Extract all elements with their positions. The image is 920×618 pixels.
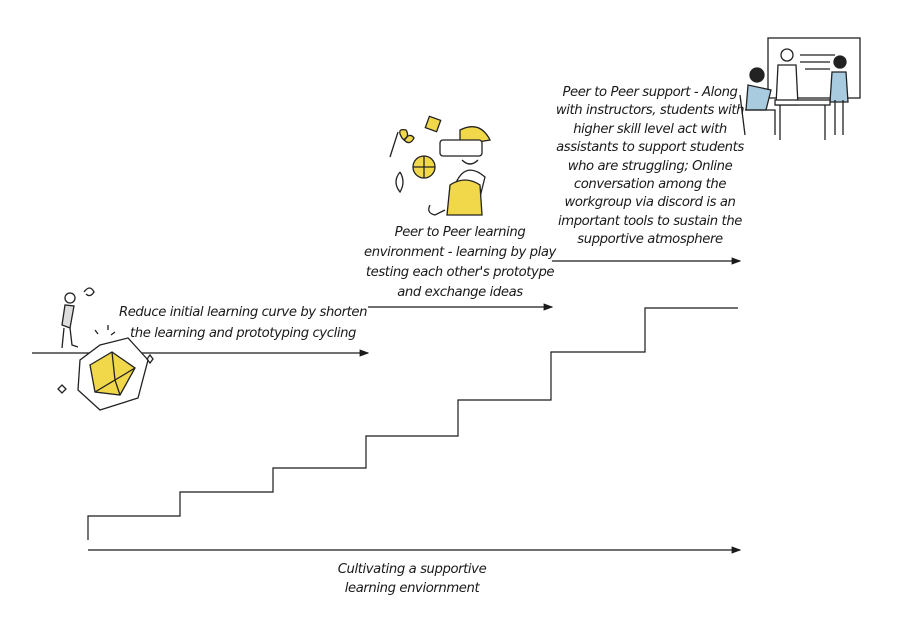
text-line: who are struggling; Online (567, 158, 733, 174)
staircase (87, 307, 738, 540)
text-line: testing each other's prototype (365, 265, 555, 280)
text-line: learning enviornment (344, 581, 480, 596)
text-line: conversation among the (573, 177, 727, 193)
step-1-description: Reduce initial learning curve by shorten… (93, 302, 393, 344)
text-line: important tools to sustain the (557, 213, 743, 229)
text-line: Reduce initial learning curve by shorten (118, 305, 368, 320)
baseline-caption: Cultivating a supportive learning envior… (290, 560, 534, 598)
classroom-illustration (739, 37, 861, 140)
text-line: assistants to support students (556, 140, 744, 156)
person-with-gem-illustration (57, 287, 154, 411)
vr-player-illustration (389, 115, 491, 216)
text-line: Cultivating a supportive (337, 562, 487, 577)
text-line: supportive atmosphere (577, 232, 723, 248)
text-line: workgroup via discord is an (564, 195, 736, 211)
step-3-description: Peer to Peer support - Along with instru… (530, 84, 770, 250)
text-line: and exchange ideas (397, 285, 523, 300)
text-line: higher skill level act with (573, 121, 727, 137)
text-line: with instructors, students with (555, 103, 745, 119)
text-line: Peer to Peer learning (394, 225, 526, 240)
text-line: Peer to Peer support - Along (562, 85, 738, 100)
step-2-description: Peer to Peer learning environment - lear… (345, 223, 575, 303)
text-line: environment - learning by play (364, 245, 556, 260)
text-line: the learning and prototyping cycling (129, 326, 357, 341)
